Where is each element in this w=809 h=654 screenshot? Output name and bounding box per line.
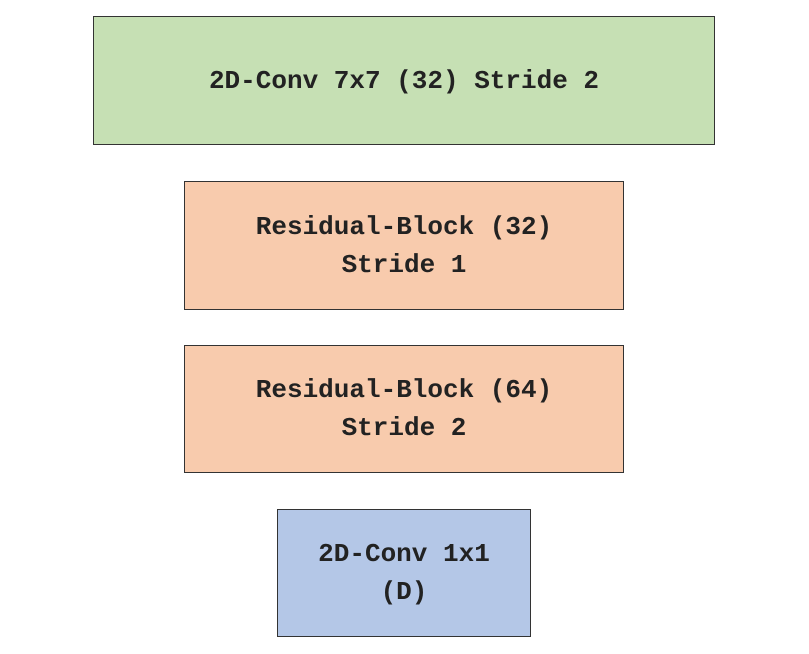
- residual-block-64-label: Residual-Block (64) Stride 2: [255, 375, 553, 443]
- conv7x7-block: 2D-Conv 7x7 (32) Stride 2: [93, 16, 715, 145]
- conv1x1-label: 2D-Conv 1x1 (D): [318, 539, 490, 607]
- residual-block-64: Residual-Block (64) Stride 2: [184, 345, 624, 473]
- conv1x1-block: 2D-Conv 1x1 (D): [277, 509, 531, 637]
- residual-block-32-label: Residual-Block (32) Stride 1: [255, 211, 553, 280]
- conv7x7-label: 2D-Conv 7x7 (32) Stride 2: [208, 65, 600, 96]
- residual-block-32: Residual-Block (32) Stride 1: [184, 181, 624, 310]
